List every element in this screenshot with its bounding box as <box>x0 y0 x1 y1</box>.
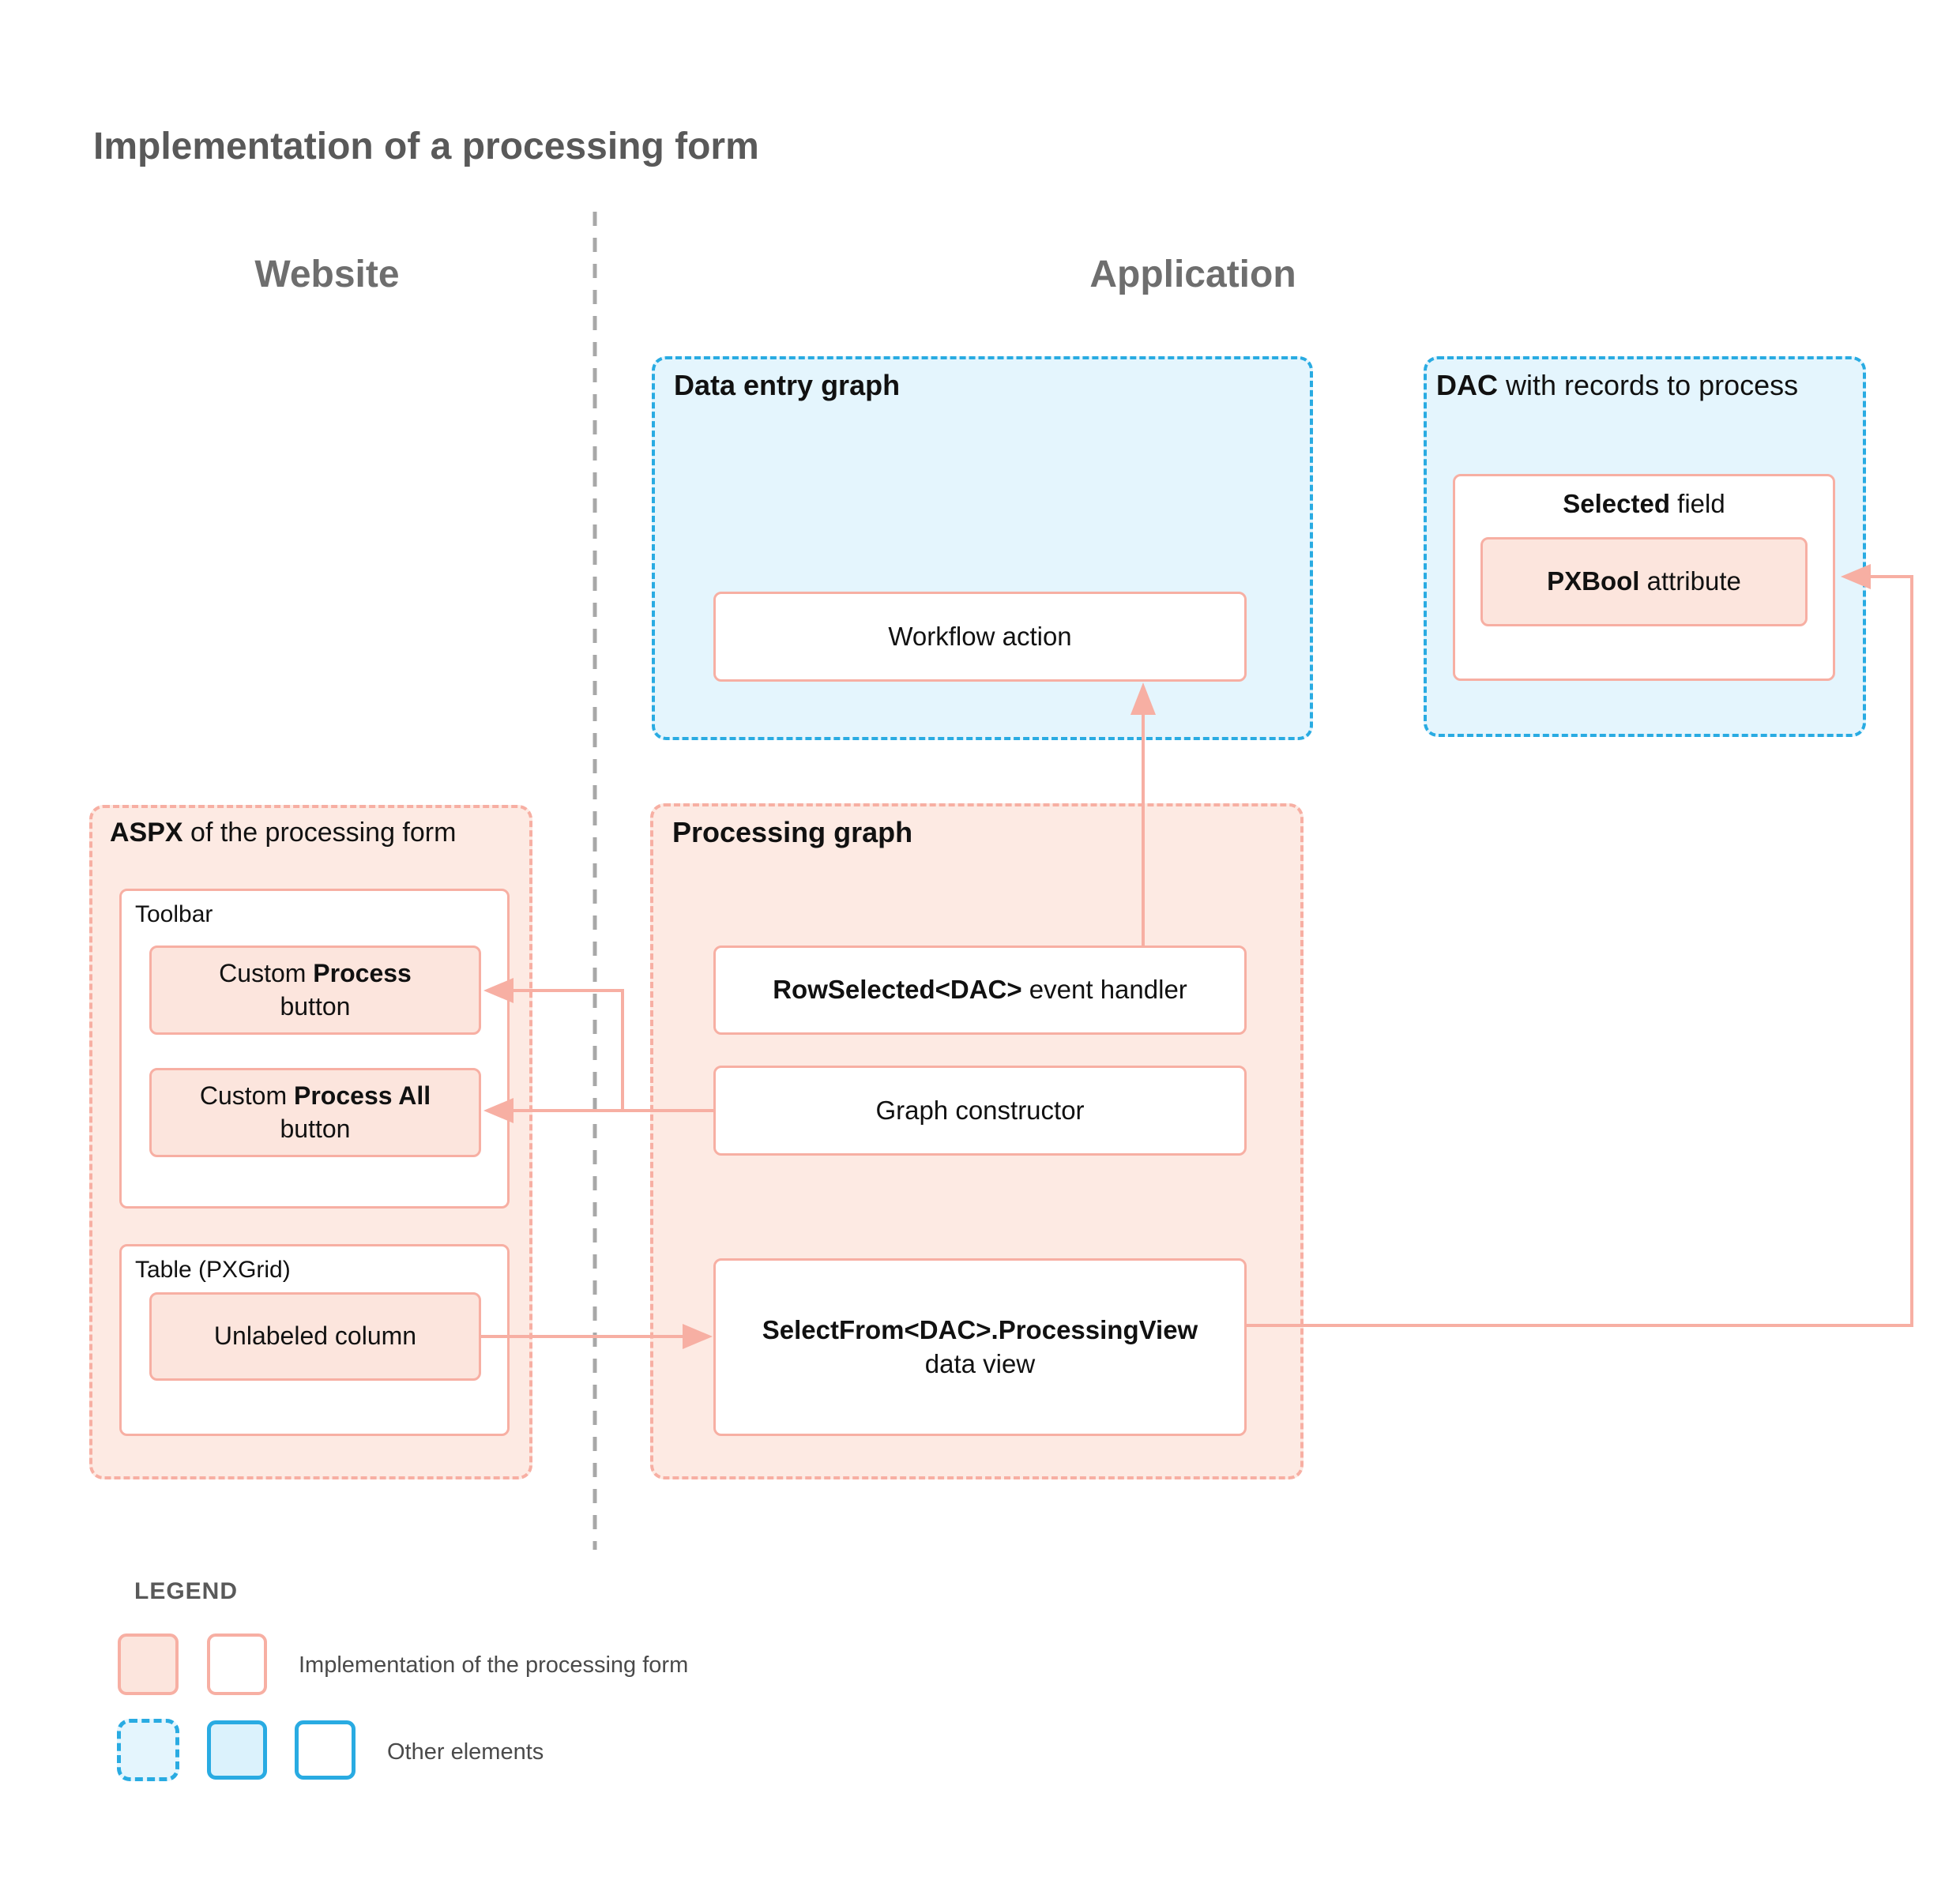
node-selected-field-label: Selected field <box>1563 489 1725 518</box>
node-rowselected-event-handler-label: RowSelected<DAC> event handler <box>773 975 1187 1005</box>
node-graph-constructor-label: Graph constructor <box>875 1095 1085 1125</box>
node-workflow-action: Workflow action <box>713 592 1247 682</box>
legend-label-implementation: Implementation of the processing form <box>299 1652 689 1678</box>
page-title: Implementation of a processing form <box>93 126 759 167</box>
column-header-application: Application <box>1089 254 1296 295</box>
legend-header: LEGEND <box>134 1578 239 1604</box>
column-header-website: Website <box>254 254 400 295</box>
node-toolbar: Toolbar <box>119 889 510 1209</box>
node-pxbool-attribute: PXBool attribute <box>1480 537 1808 626</box>
node-rowselected-event-handler: RowSelected<DAC> event handler <box>713 946 1247 1035</box>
group-data-entry-graph-label: Data entry graph <box>674 369 901 401</box>
node-pxbool-attribute-label: PXBool attribute <box>1547 566 1741 596</box>
node-custom-process-button: Custom Process button <box>149 946 481 1035</box>
legend-swatch-pink-outline <box>207 1633 267 1695</box>
node-workflow-action-label: Workflow action <box>888 621 1072 651</box>
node-unlabeled-column-label: Unlabeled column <box>213 1321 417 1351</box>
node-toolbar-label: Toolbar <box>135 901 213 927</box>
group-aspx-label: ASPX of the processing form <box>110 818 457 848</box>
node-custom-process-all-button-label: Custom Process All button <box>199 1081 431 1143</box>
node-custom-process-all-button: Custom Process All button <box>149 1068 481 1157</box>
node-selectfrom-data-view-label: SelectFrom<DAC>.ProcessingView data view <box>762 1314 1198 1378</box>
node-selectfrom-data-view: SelectFrom<DAC>.ProcessingView data view <box>713 1258 1247 1436</box>
legend-swatch-blue-dashed <box>117 1719 179 1781</box>
group-dac-label: DAC with records to process <box>1436 369 1799 401</box>
legend-label-other: Other elements <box>387 1739 544 1765</box>
legend-swatch-blue-filled <box>207 1720 267 1780</box>
node-custom-process-button-label: Custom Process button <box>219 958 412 1021</box>
legend-swatch-pink-filled <box>118 1633 179 1695</box>
node-graph-constructor: Graph constructor <box>713 1066 1247 1156</box>
node-table-pxgrid-label: Table (PXGrid) <box>135 1257 291 1283</box>
legend-swatch-blue-outline <box>295 1720 356 1780</box>
group-processing-graph-label: Processing graph <box>672 816 913 848</box>
node-unlabeled-column: Unlabeled column <box>149 1292 481 1381</box>
group-data-entry-graph: Data entry graph <box>652 356 1313 740</box>
